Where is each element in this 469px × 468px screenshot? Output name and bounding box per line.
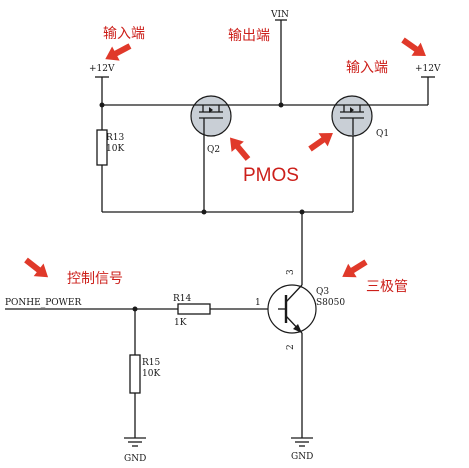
emitter-arrow-icon	[293, 324, 302, 333]
r13-ref: R13	[106, 133, 125, 143]
pmos-q2: Q2	[190, 95, 232, 155]
q1-body	[331, 95, 373, 137]
wires	[5, 20, 429, 438]
ground-left: GND	[124, 437, 146, 464]
r15-value: 10K	[142, 369, 160, 379]
r15-ref: R15	[142, 358, 161, 368]
r14-value: 1K	[174, 318, 187, 328]
arrow-input-right-icon	[401, 37, 426, 57]
annotation-input-left: 输入端	[103, 26, 145, 42]
vin-label: VIN	[270, 10, 289, 20]
annotation-control-signal: 控制信号	[67, 271, 123, 287]
junction-dot	[132, 306, 138, 312]
q3-pin-base: 1	[255, 298, 261, 308]
annotation-pmos: PMOS	[243, 165, 299, 186]
q3-pin-emitter: 2	[286, 344, 296, 350]
r13-value: 10K	[106, 144, 124, 154]
q2-ref: Q2	[207, 145, 220, 155]
arrow-input-left-icon	[105, 43, 132, 61]
arrow-pmos-q2-icon	[230, 137, 251, 161]
arrow-transistor-icon	[342, 259, 368, 278]
supply-right-label: +12V	[415, 64, 441, 74]
q3-part: S8050	[316, 298, 345, 308]
supply-left: +12V	[89, 64, 115, 78]
junctions	[99, 102, 305, 312]
npn-q3: Q3 S8050 3 2 1	[255, 269, 345, 350]
q2-body	[190, 95, 232, 137]
r14-ref: R14	[173, 294, 192, 304]
pmos-q1: Q1	[331, 95, 389, 139]
ground-right-label: GND	[291, 452, 313, 462]
annotation-transistor: 三极管	[366, 279, 408, 295]
annotation-output: 输出端	[228, 28, 270, 44]
arrow-control-icon	[24, 257, 49, 278]
signal-net-label: PONHE_POWER	[5, 298, 81, 308]
q3-body	[267, 284, 317, 334]
resistor-r13: R13 10K	[96, 129, 125, 166]
annotation-arrows	[24, 37, 426, 278]
q1-ref: Q1	[376, 129, 389, 139]
supply-right: +12V	[415, 64, 441, 78]
junction-dot	[299, 209, 305, 215]
resistor-r14: R14 1K	[173, 294, 211, 328]
ground-right: GND	[291, 437, 313, 462]
annotation-input-right: 输入端	[346, 60, 388, 76]
junction-dot	[278, 102, 284, 108]
resistor-r15: R15 10K	[129, 354, 161, 394]
q3-pin-collector: 3	[286, 269, 296, 275]
junction-dot	[201, 209, 207, 215]
arrow-pmos-q1-icon	[308, 132, 333, 152]
junction-dot	[99, 102, 105, 108]
vin-port: VIN	[270, 10, 289, 21]
ground-left-label: GND	[124, 454, 146, 464]
supply-left-label: +12V	[89, 64, 115, 74]
q3-ref: Q3	[316, 287, 329, 297]
